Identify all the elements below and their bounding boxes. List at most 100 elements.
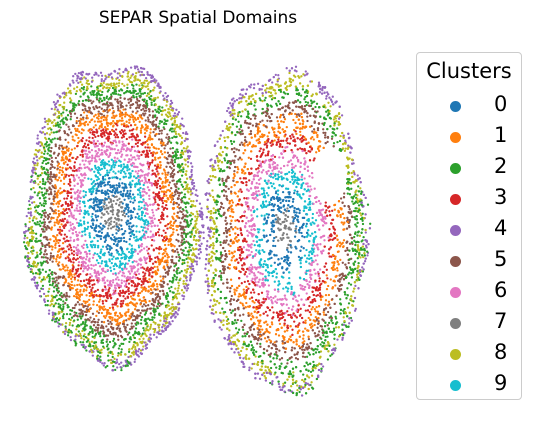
data-point-cluster-2 <box>126 86 129 90</box>
data-point-cluster-7 <box>103 213 106 216</box>
data-point-cluster-0 <box>110 246 113 250</box>
data-point-cluster-8 <box>171 309 174 313</box>
data-point-cluster-4 <box>139 352 142 355</box>
data-point-cluster-2 <box>85 349 88 352</box>
data-point-cluster-4 <box>191 183 194 186</box>
data-point-cluster-5 <box>42 212 46 215</box>
data-point-cluster-2 <box>44 202 47 205</box>
data-point-cluster-0 <box>115 232 118 235</box>
data-point-cluster-2 <box>168 280 172 283</box>
data-point-cluster-6 <box>151 208 154 212</box>
data-point-cluster-2 <box>91 335 94 338</box>
data-point-cluster-1 <box>59 211 63 215</box>
data-point-cluster-1 <box>164 171 167 174</box>
data-point-cluster-2 <box>54 317 58 321</box>
data-point-cluster-6 <box>78 202 81 205</box>
data-point-cluster-8 <box>167 115 170 119</box>
data-point-cluster-0 <box>105 192 108 195</box>
data-point-cluster-4 <box>118 68 121 71</box>
data-point-cluster-9 <box>122 163 125 166</box>
data-point-cluster-6 <box>134 158 137 161</box>
data-point-cluster-0 <box>89 198 93 201</box>
data-point-cluster-2 <box>133 336 137 340</box>
data-point-cluster-5 <box>166 133 169 136</box>
data-point-cluster-8 <box>148 81 151 84</box>
data-point-cluster-5 <box>114 98 117 101</box>
data-point-cluster-6 <box>94 263 97 267</box>
data-point-cluster-1 <box>139 129 143 132</box>
data-point-cluster-8 <box>44 294 48 298</box>
data-point-cluster-5 <box>64 138 67 141</box>
data-point-cluster-1 <box>139 131 143 134</box>
data-point-cluster-4 <box>42 292 46 296</box>
data-point-cluster-1 <box>82 300 85 303</box>
data-point-cluster-3 <box>167 222 170 226</box>
data-point-cluster-3 <box>58 244 61 248</box>
data-point-cluster-4 <box>33 276 37 279</box>
data-point-cluster-3 <box>162 229 165 232</box>
data-point-cluster-9 <box>88 236 92 239</box>
data-point-cluster-1 <box>140 127 143 130</box>
data-point-cluster-0 <box>97 230 100 233</box>
data-point-cluster-1 <box>135 126 139 129</box>
data-point-cluster-6 <box>84 239 87 243</box>
data-point-cluster-2 <box>62 300 65 303</box>
data-point-cluster-9 <box>87 199 90 202</box>
data-point-cluster-5 <box>101 103 105 106</box>
data-point-cluster-5 <box>55 276 58 279</box>
data-point-cluster-9 <box>135 183 138 186</box>
data-point-cluster-1 <box>162 277 165 280</box>
data-point-cluster-6 <box>97 155 101 158</box>
data-point-cluster-9 <box>116 257 119 260</box>
data-point-cluster-6 <box>74 230 78 234</box>
data-point-cluster-5 <box>158 304 161 308</box>
data-point-cluster-0 <box>96 215 100 218</box>
data-point-cluster-8 <box>132 344 135 347</box>
data-point-cluster-0 <box>98 201 101 204</box>
data-point-cluster-2 <box>190 218 194 221</box>
data-point-cluster-4 <box>26 264 30 268</box>
data-point-cluster-5 <box>51 260 54 263</box>
data-point-cluster-4 <box>192 181 196 185</box>
data-point-cluster-5 <box>181 251 184 255</box>
data-point-cluster-2 <box>113 342 116 345</box>
data-point-cluster-9 <box>90 215 93 218</box>
data-point-cluster-2 <box>181 185 185 188</box>
data-point-cluster-8 <box>38 157 41 160</box>
data-point-cluster-2 <box>42 202 45 205</box>
data-point-cluster-1 <box>157 163 160 166</box>
data-point-cluster-2 <box>112 92 115 95</box>
data-point-cluster-8 <box>186 264 189 268</box>
data-point-cluster-6 <box>128 277 131 280</box>
data-point-cluster-2 <box>124 364 127 368</box>
data-point-cluster-6 <box>78 212 81 216</box>
data-point-cluster-5 <box>164 271 168 275</box>
data-point-cluster-0 <box>97 189 101 193</box>
data-point-cluster-3 <box>138 150 141 154</box>
data-point-cluster-7 <box>105 210 109 213</box>
data-point-cluster-9 <box>132 175 136 178</box>
data-point-cluster-3 <box>109 297 113 300</box>
data-point-cluster-6 <box>148 188 151 192</box>
data-point-cluster-8 <box>53 108 56 111</box>
data-point-cluster-4 <box>81 74 84 77</box>
data-point-cluster-8 <box>163 312 166 315</box>
data-point-cluster-2 <box>96 92 99 95</box>
data-point-cluster-5 <box>86 318 89 321</box>
data-point-cluster-3 <box>151 169 154 172</box>
data-point-cluster-1 <box>158 252 161 255</box>
data-point-cluster-1 <box>52 257 55 260</box>
data-point-cluster-0 <box>101 177 105 180</box>
data-point-cluster-2 <box>144 322 147 326</box>
data-point-cluster-1 <box>74 127 77 130</box>
data-point-cluster-7 <box>113 225 116 228</box>
data-point-cluster-2 <box>130 91 134 95</box>
data-point-cluster-4 <box>32 171 35 174</box>
data-point-cluster-8 <box>86 79 89 82</box>
data-point-cluster-5 <box>180 231 183 235</box>
data-point-cluster-4 <box>189 162 193 165</box>
data-point-cluster-2 <box>102 345 105 348</box>
data-point-cluster-8 <box>118 79 121 82</box>
data-point-cluster-6 <box>152 239 156 242</box>
data-point-cluster-9 <box>134 185 137 188</box>
